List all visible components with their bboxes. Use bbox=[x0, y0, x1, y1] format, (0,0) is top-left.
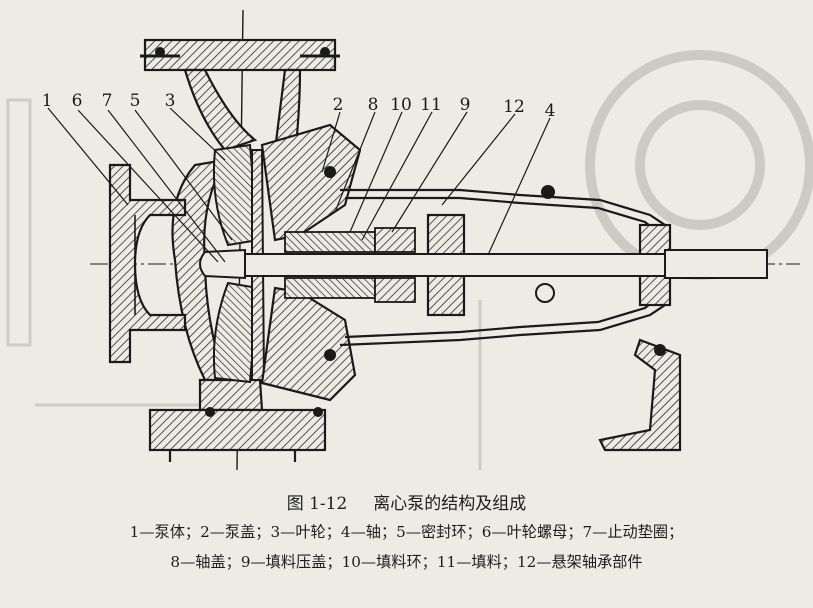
bleed-through-frame bbox=[6, 98, 482, 470]
callout-1: 1 bbox=[42, 91, 53, 111]
callout-9: 9 bbox=[460, 95, 471, 115]
bleed-through-gear bbox=[585, 50, 813, 280]
stuffing-box bbox=[284, 227, 416, 303]
caption-title: 离心泵的结构及组成 bbox=[373, 494, 527, 514]
callout-6: 6 bbox=[72, 91, 83, 111]
callout-7: 7 bbox=[102, 91, 113, 111]
bracket-foot bbox=[598, 338, 682, 452]
leader-lines bbox=[47, 107, 551, 263]
suction-flange bbox=[108, 163, 187, 364]
callout-3: 3 bbox=[165, 91, 176, 111]
callout-4: 4 bbox=[545, 101, 556, 121]
impeller bbox=[212, 143, 266, 384]
legend-line-2: 8—轴盖；9—填料压盖；10—填料环；11—填料；12—悬架轴承部件 bbox=[170, 553, 643, 571]
figure-caption: 图 1-12 离心泵的结构及组成 bbox=[0, 489, 813, 514]
callout-11: 11 bbox=[420, 95, 442, 115]
bolts bbox=[155, 47, 666, 417]
callout-10: 10 bbox=[390, 95, 412, 115]
callout-5: 5 bbox=[130, 91, 141, 111]
callout-2: 2 bbox=[333, 95, 344, 115]
impeller-nut bbox=[199, 248, 246, 280]
callout-12: 12 bbox=[503, 97, 525, 117]
shaft bbox=[244, 249, 768, 279]
legend-line-1: 1—泵体；2—泵盖；3—叶轮；4—轴；5—密封环；6—叶轮螺母；7—止动垫圈； bbox=[129, 523, 684, 541]
caption-number: 图 1-12 bbox=[286, 494, 348, 514]
callout-8: 8 bbox=[368, 95, 379, 115]
